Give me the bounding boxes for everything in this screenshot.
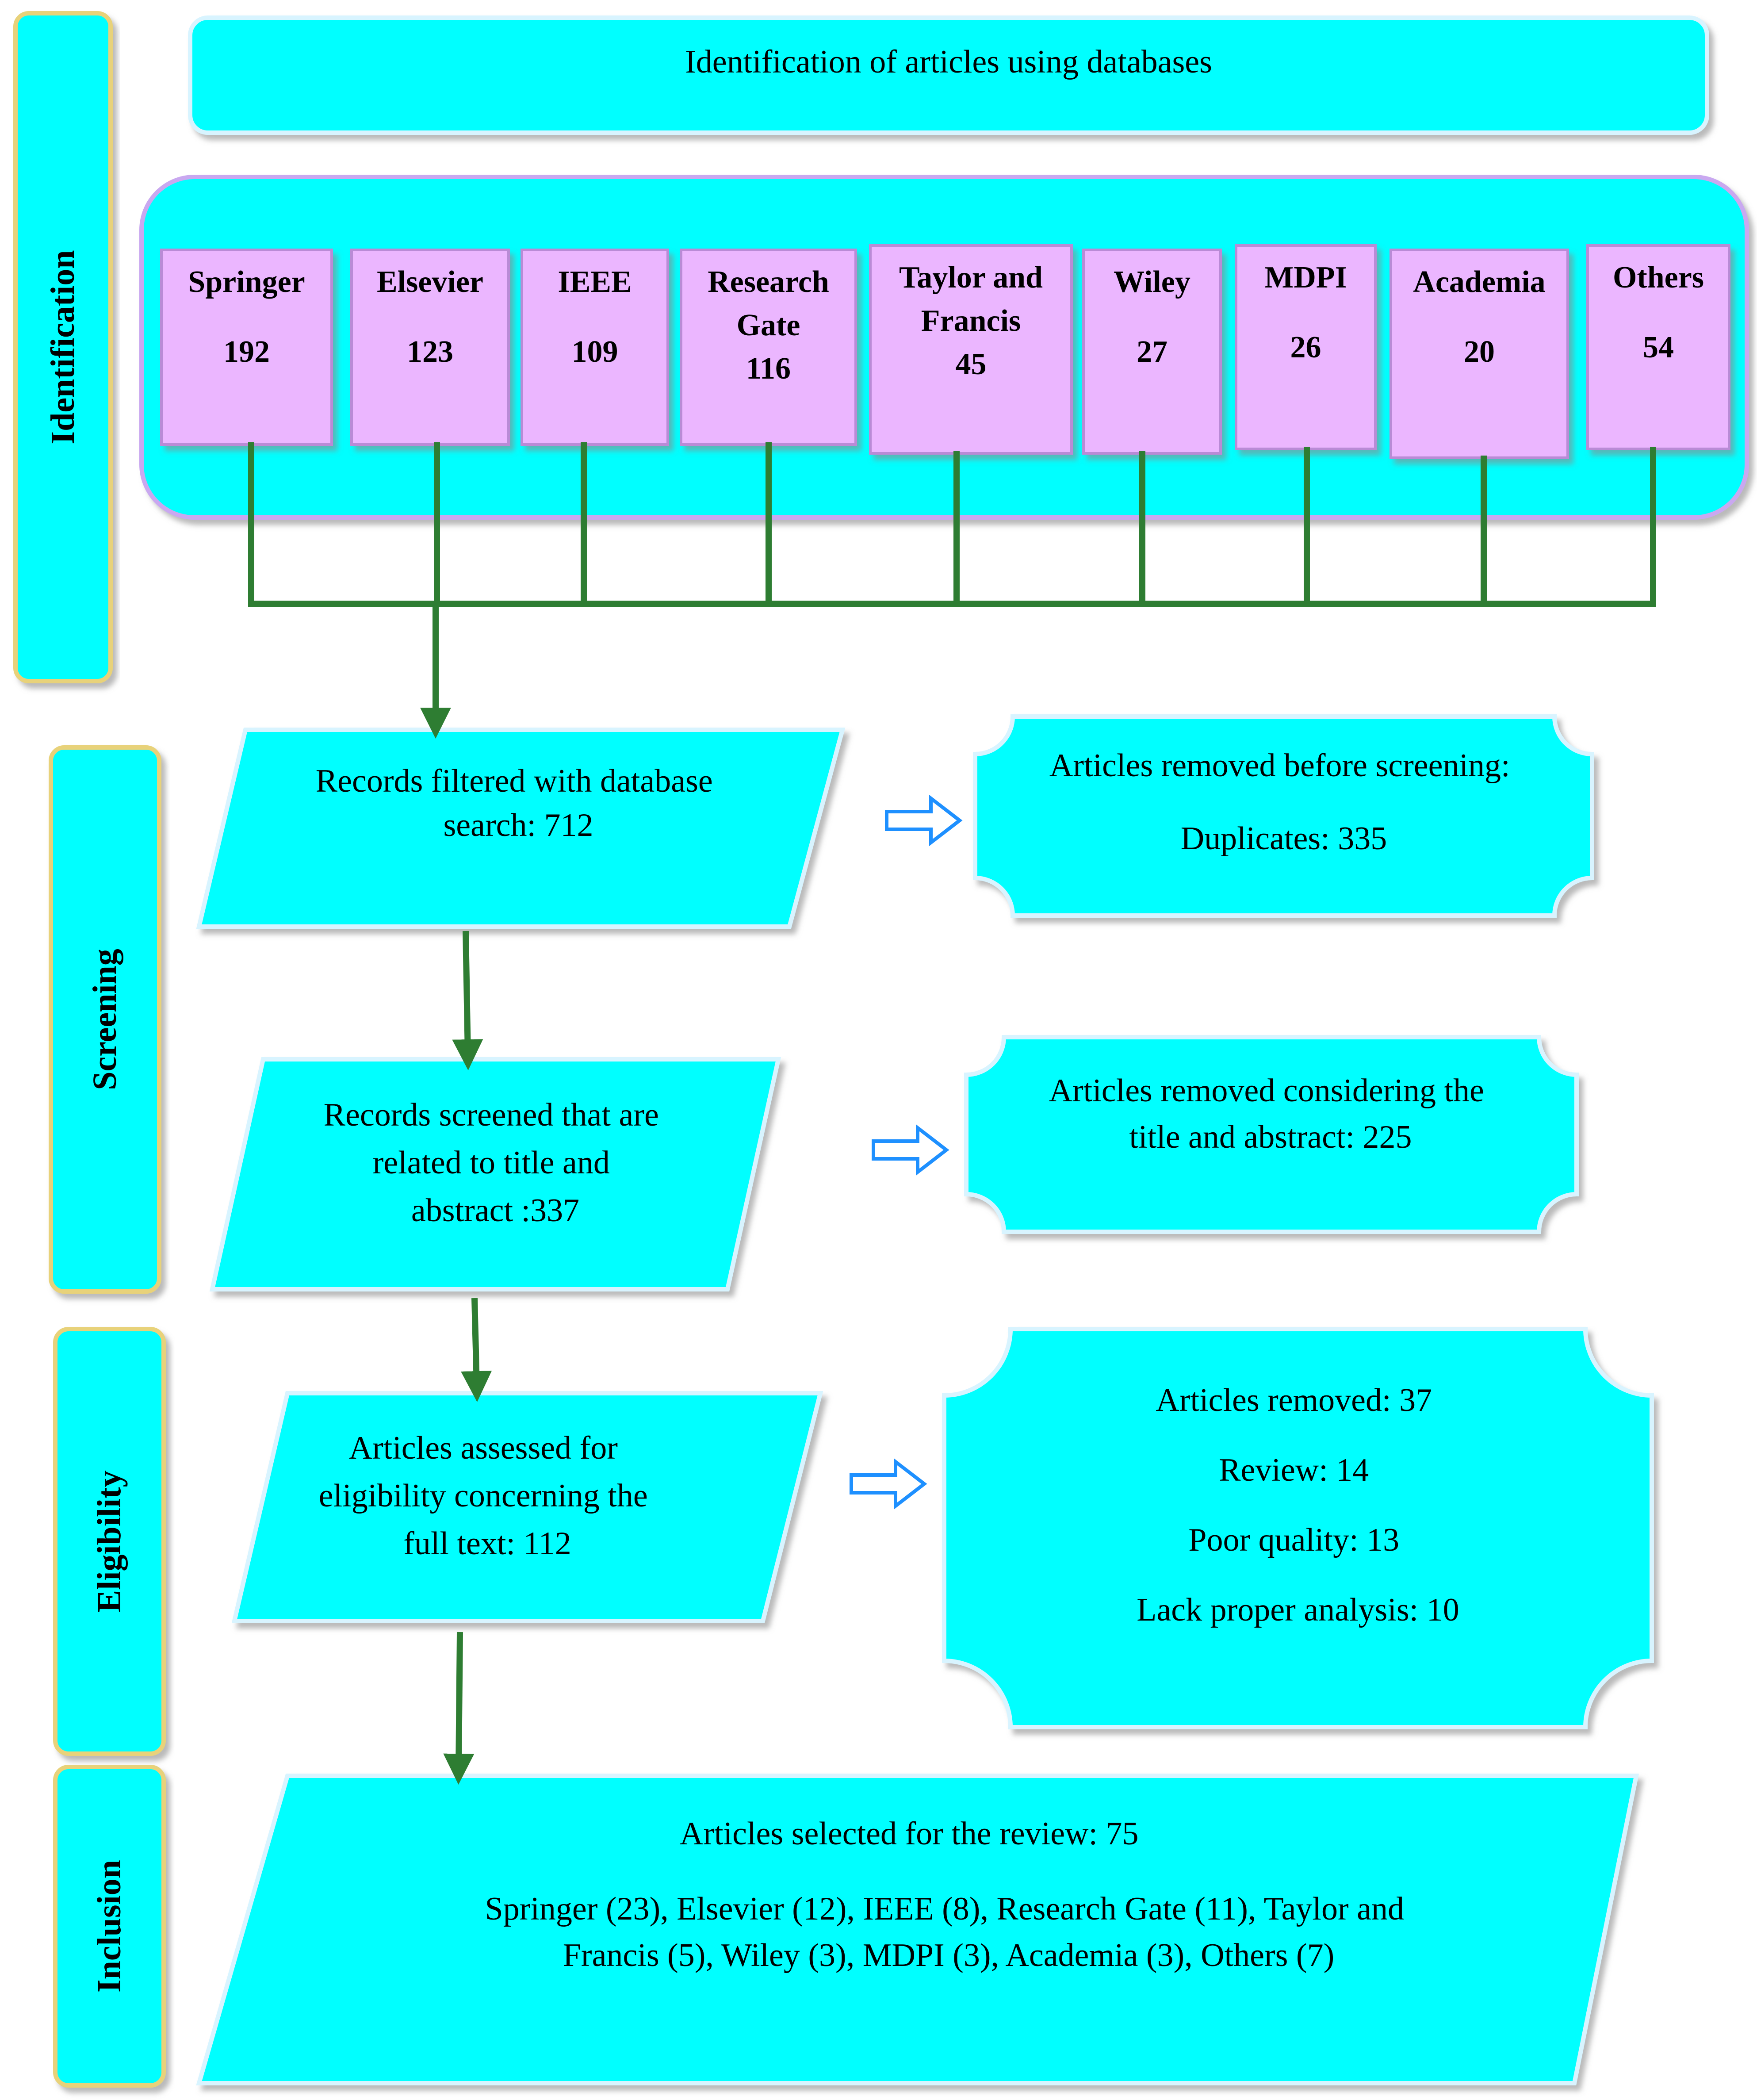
- stage-identification: Identification: [13, 11, 113, 683]
- database-count: 45: [956, 347, 987, 381]
- database-name: Research: [708, 265, 829, 299]
- side-arrows: [850, 794, 963, 1510]
- database-count: 20: [1464, 335, 1495, 369]
- database-name: Elsevier: [377, 265, 483, 299]
- removed-title-text: Articles removed considering the title a…: [1049, 1073, 1493, 1155]
- database-count: 26: [1290, 330, 1321, 364]
- removed-title-line-2: title and abstract: 225: [1129, 1119, 1412, 1155]
- records-screened-line-1: Records screened that are: [324, 1097, 659, 1133]
- selected-line-2: Springer (23), Elsevier (12), IEEE (8), …: [485, 1891, 1404, 1927]
- assessed-text: Articles assessed for eligibility concer…: [319, 1430, 656, 1562]
- removed-eligibility-line-4: Lack proper analysis: 10: [1137, 1592, 1459, 1628]
- database-box: Springer 192: [160, 249, 333, 446]
- assessed-line-3: full text: 112: [403, 1525, 571, 1562]
- database-box: Elsevier 123: [350, 249, 510, 446]
- database-name: Academia: [1413, 265, 1545, 299]
- arrow-to-selected: [443, 1632, 475, 1785]
- stage-eligibility: Eligibility: [53, 1327, 166, 1756]
- removed-eligibility-line-2: Review: 14: [1219, 1452, 1369, 1488]
- records-filtered-text: Records filtered with database search: 7…: [316, 763, 721, 843]
- arrow-to-assessed: [461, 1298, 492, 1402]
- assessed-line-2: eligibility concerning the: [319, 1478, 648, 1514]
- database-name: Taylor and: [899, 261, 1043, 295]
- stage-identification-label: Identification: [44, 250, 81, 444]
- database-count: 54: [1643, 330, 1674, 364]
- database-name: Others: [1613, 261, 1704, 295]
- database-boxes: Springer 192 Elsevier 123 IEEE 109 ResearchGat…: [160, 244, 1730, 459]
- header-box: Identification of articles using databas…: [188, 15, 1709, 135]
- removed-eligibility-text: Articles removed: 37 Review: 14 Poor qua…: [1137, 1382, 1459, 1628]
- stage-inclusion-label: Inclusion: [91, 1860, 128, 1993]
- database-box: Wiley 27: [1082, 249, 1222, 455]
- selected-text: Articles selected for the review: 75 Spr…: [485, 1816, 1412, 1974]
- database-name: Springer: [188, 265, 305, 299]
- database-connectors: [248, 442, 1656, 607]
- database-count: 192: [223, 335, 270, 369]
- selected-line-1: Articles selected for the review: 75: [680, 1816, 1139, 1852]
- database-name: Francis: [921, 304, 1021, 338]
- removed-before-line-2: Duplicates: 335: [1181, 820, 1387, 857]
- database-name: MDPI: [1264, 261, 1347, 295]
- removed-eligibility-box: Articles removed: 37 Review: 14 Poor qua…: [942, 1327, 1654, 1729]
- assessed-line-1: Articles assessed for: [349, 1430, 618, 1466]
- database-count: 123: [407, 335, 453, 369]
- removed-eligibility-line-1: Articles removed: 37: [1156, 1382, 1432, 1418]
- removed-eligibility-line-3: Poor quality: 13: [1188, 1522, 1399, 1558]
- records-screened-text: Records screened that are related to tit…: [324, 1097, 667, 1229]
- arrow-to-screened: [452, 931, 483, 1070]
- records-filtered-line-2: search: 712: [443, 807, 593, 843]
- assessed-box: Articles assessed for eligibility concer…: [231, 1391, 823, 1623]
- stage-screening: Screening: [49, 745, 161, 1294]
- flow-arrows: [420, 604, 492, 1785]
- database-count: 27: [1137, 335, 1168, 369]
- stage-eligibility-label: Eligibility: [91, 1471, 128, 1613]
- records-screened-line-3: abstract :337: [411, 1192, 579, 1229]
- stage-screening-label: Screening: [86, 949, 123, 1090]
- header-title: Identification of articles using databas…: [685, 44, 1212, 80]
- database-box: Others 54: [1586, 244, 1730, 450]
- database-box: MDPI 26: [1235, 244, 1377, 450]
- database-box: Academia 20: [1390, 249, 1569, 459]
- records-screened-box: Records screened that are related to tit…: [209, 1057, 781, 1291]
- removed-before-text: Articles removed before screening: Dupli…: [1049, 747, 1518, 857]
- removed-before-box: Articles removed before screening: Dupli…: [973, 714, 1594, 918]
- selected-line-3: Francis (5), Wiley (3), MDPI (3), Academ…: [563, 1937, 1334, 1974]
- side-arrow-1: [885, 794, 963, 847]
- removed-title-box: Articles removed considering the title a…: [964, 1035, 1579, 1234]
- database-count: 116: [746, 352, 791, 386]
- side-arrow-3: [850, 1458, 927, 1510]
- removed-title-line-1: Articles removed considering the: [1049, 1073, 1484, 1109]
- database-count: 109: [572, 335, 618, 369]
- selected-box: Articles selected for the review: 75 Spr…: [196, 1774, 1639, 2085]
- records-screened-line-2: related to title and: [373, 1145, 610, 1181]
- records-filtered-box: Records filtered with database search: 7…: [196, 728, 846, 929]
- database-name: Gate: [737, 308, 800, 342]
- records-filtered-line-1: Records filtered with database: [316, 763, 713, 799]
- database-name: IEEE: [558, 265, 632, 299]
- database-name: Wiley: [1114, 265, 1190, 299]
- stage-inclusion: Inclusion: [53, 1765, 166, 2088]
- side-arrow-2: [872, 1124, 949, 1176]
- database-box: IEEE 109: [521, 249, 669, 446]
- removed-before-line-1: Articles removed before screening:: [1049, 747, 1510, 784]
